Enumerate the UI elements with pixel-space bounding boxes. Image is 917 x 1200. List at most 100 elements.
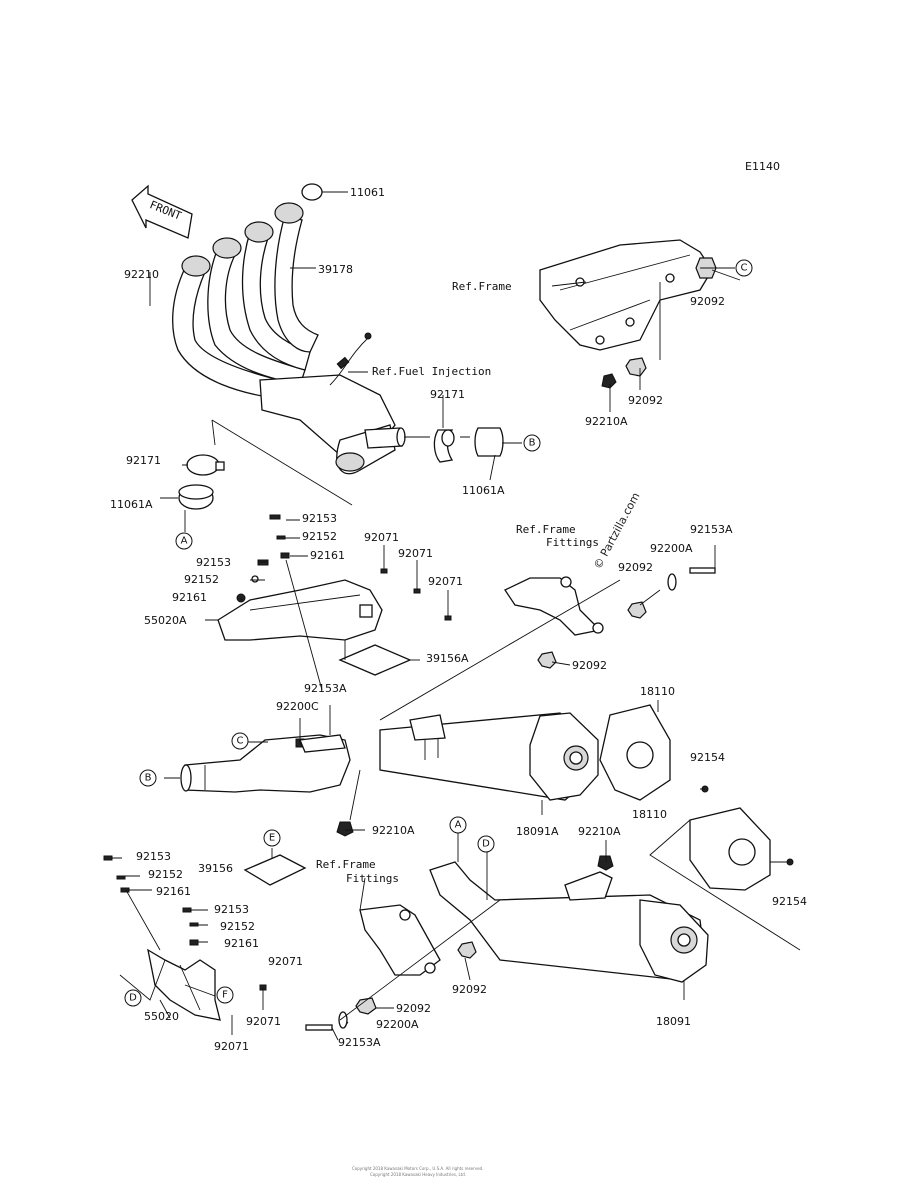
ref-frame-fittings-left-2: Fittings bbox=[346, 872, 399, 885]
label-18110-a: 18110 bbox=[640, 685, 675, 698]
label-92071-a: 92071 bbox=[364, 531, 399, 544]
label-92161-c: 92161 bbox=[156, 885, 191, 898]
label-92161-d: 92161 bbox=[224, 937, 259, 950]
label-92154-a: 92154 bbox=[690, 751, 725, 764]
ref-fuel-injection: Ref.Fuel Injection bbox=[372, 365, 491, 378]
label-92152-a: 92152 bbox=[302, 530, 337, 543]
callout-B-top: B bbox=[523, 434, 541, 452]
end-cap-18110-a bbox=[599, 704, 709, 801]
label-92153-c: 92153 bbox=[136, 850, 171, 863]
label-92153A-low: 92153A bbox=[338, 1036, 381, 1049]
silencer-18091 bbox=[305, 855, 709, 1031]
label-92153A-a: 92153A bbox=[690, 523, 733, 536]
ref-frame-fittings-right-1: Ref.Frame bbox=[516, 523, 576, 536]
label-92153-a: 92153 bbox=[302, 512, 337, 525]
label-18091: 18091 bbox=[656, 1015, 691, 1028]
label-39156A: 39156A bbox=[426, 652, 469, 665]
label-92171-pipe: 92171 bbox=[430, 388, 465, 401]
label-92092-r: 92092 bbox=[618, 561, 653, 574]
label-11061A-pipe: 11061A bbox=[462, 484, 505, 497]
label-92092-low: 92092 bbox=[452, 983, 487, 996]
label-92071-c: 92071 bbox=[428, 575, 463, 588]
callout-B-top-label: B bbox=[529, 438, 536, 449]
callout-F: F bbox=[216, 986, 234, 1004]
label-55020A: 55020A bbox=[144, 614, 187, 627]
part-labels: 11061 39178 92210 92092 92092 92210A 921… bbox=[110, 186, 807, 1053]
label-39156: 39156 bbox=[198, 862, 233, 875]
label-11061A-left: 11061A bbox=[110, 498, 153, 511]
callout-A-low-label: A bbox=[455, 820, 462, 831]
clamp-92171-left bbox=[186, 454, 225, 476]
label-92152-d: 92152 bbox=[220, 920, 255, 933]
label-92210A-top: 92210A bbox=[585, 415, 628, 428]
watermark: © Partzilla.com bbox=[591, 490, 642, 571]
callout-E: E bbox=[263, 829, 281, 847]
silencer-18091A bbox=[379, 712, 599, 801]
ref-frame-fittings-right-2: Fittings bbox=[546, 536, 599, 549]
exhaust-header-pipes bbox=[172, 183, 406, 475]
ref-frame-top: Ref.Frame bbox=[452, 280, 512, 293]
label-92071-b: 92071 bbox=[398, 547, 433, 560]
callout-A-left: A bbox=[175, 532, 193, 550]
frame-fittings-left bbox=[359, 904, 441, 976]
footer-line-2: Copyright 2018 Kawasaki Heavy Industries… bbox=[370, 1172, 466, 1177]
front-arrow: FRONT bbox=[131, 184, 193, 239]
callout-B-mid-label: B bbox=[145, 773, 152, 784]
label-92210A-mid: 92210A bbox=[372, 824, 415, 837]
label-11061: 11061 bbox=[350, 186, 385, 199]
clamp-92171-pipe bbox=[433, 429, 455, 463]
callout-D-left-label: D bbox=[129, 993, 137, 1004]
callout-D-low-label: D bbox=[482, 839, 490, 850]
label-18110-b: 18110 bbox=[632, 808, 667, 821]
ref-frame-fittings-left-1: Ref.Frame bbox=[316, 858, 376, 871]
label-92200A-a: 92200A bbox=[650, 542, 693, 555]
callout-A-left-label: A bbox=[181, 536, 188, 547]
callout-C-mid-label: C bbox=[237, 736, 244, 747]
callout-D-left: D bbox=[124, 989, 142, 1007]
label-92161-a: 92161 bbox=[310, 549, 345, 562]
label-18091A: 18091A bbox=[516, 825, 559, 838]
label-92171-left: 92171 bbox=[126, 454, 161, 467]
callout-B-mid: B bbox=[139, 769, 157, 787]
label-92154-b: 92154 bbox=[772, 895, 807, 908]
label-39178: 39178 bbox=[318, 263, 353, 276]
fasteners-upper bbox=[236, 514, 452, 621]
frame-top-right bbox=[539, 239, 717, 389]
label-92092-low2: 92092 bbox=[396, 1002, 431, 1015]
label-92153A-mid: 92153A bbox=[304, 682, 347, 695]
callout-C-top: C bbox=[735, 259, 753, 277]
label-92071-f: 92071 bbox=[214, 1040, 249, 1053]
callout-C-mid: C bbox=[231, 732, 249, 750]
label-92161-b: 92161 bbox=[172, 591, 207, 604]
end-cap-18110-b bbox=[689, 807, 794, 891]
footer-line-1: Copyright 2018 Kawasaki Motors Corp., U.… bbox=[352, 1166, 483, 1171]
label-92092-r2: 92092 bbox=[572, 659, 607, 672]
label-92200C: 92200C bbox=[276, 700, 319, 713]
gasket-11061A-left bbox=[178, 484, 214, 510]
callout-A-low: A bbox=[449, 816, 467, 834]
label-92210: 92210 bbox=[124, 268, 159, 281]
diagram-code: E1140 bbox=[745, 160, 780, 173]
label-92071-e: 92071 bbox=[246, 1015, 281, 1028]
label-92210A-low: 92210A bbox=[578, 825, 621, 838]
plate-39156A bbox=[338, 640, 412, 676]
label-92152-c: 92152 bbox=[148, 868, 183, 881]
callout-F-label: F bbox=[222, 990, 228, 1001]
callout-E-label: E bbox=[269, 833, 275, 844]
link-pipe-right bbox=[180, 734, 354, 837]
callout-C-top-label: C bbox=[741, 263, 748, 274]
gasket-11061A-pipe bbox=[474, 427, 504, 457]
label-92071-d: 92071 bbox=[268, 955, 303, 968]
leader-lines bbox=[112, 191, 801, 1041]
frame-fittings-right bbox=[504, 567, 716, 669]
label-92092-mid: 92092 bbox=[628, 394, 663, 407]
label-55020: 55020 bbox=[144, 1010, 179, 1023]
label-92152-b: 92152 bbox=[184, 573, 219, 586]
label-92092-top: 92092 bbox=[690, 295, 725, 308]
label-92153-b: 92153 bbox=[196, 556, 231, 569]
label-92200A-low: 92200A bbox=[376, 1018, 419, 1031]
callout-D-low: D bbox=[477, 835, 495, 853]
label-92153-d: 92153 bbox=[214, 903, 249, 916]
plate-39156 bbox=[243, 854, 307, 886]
